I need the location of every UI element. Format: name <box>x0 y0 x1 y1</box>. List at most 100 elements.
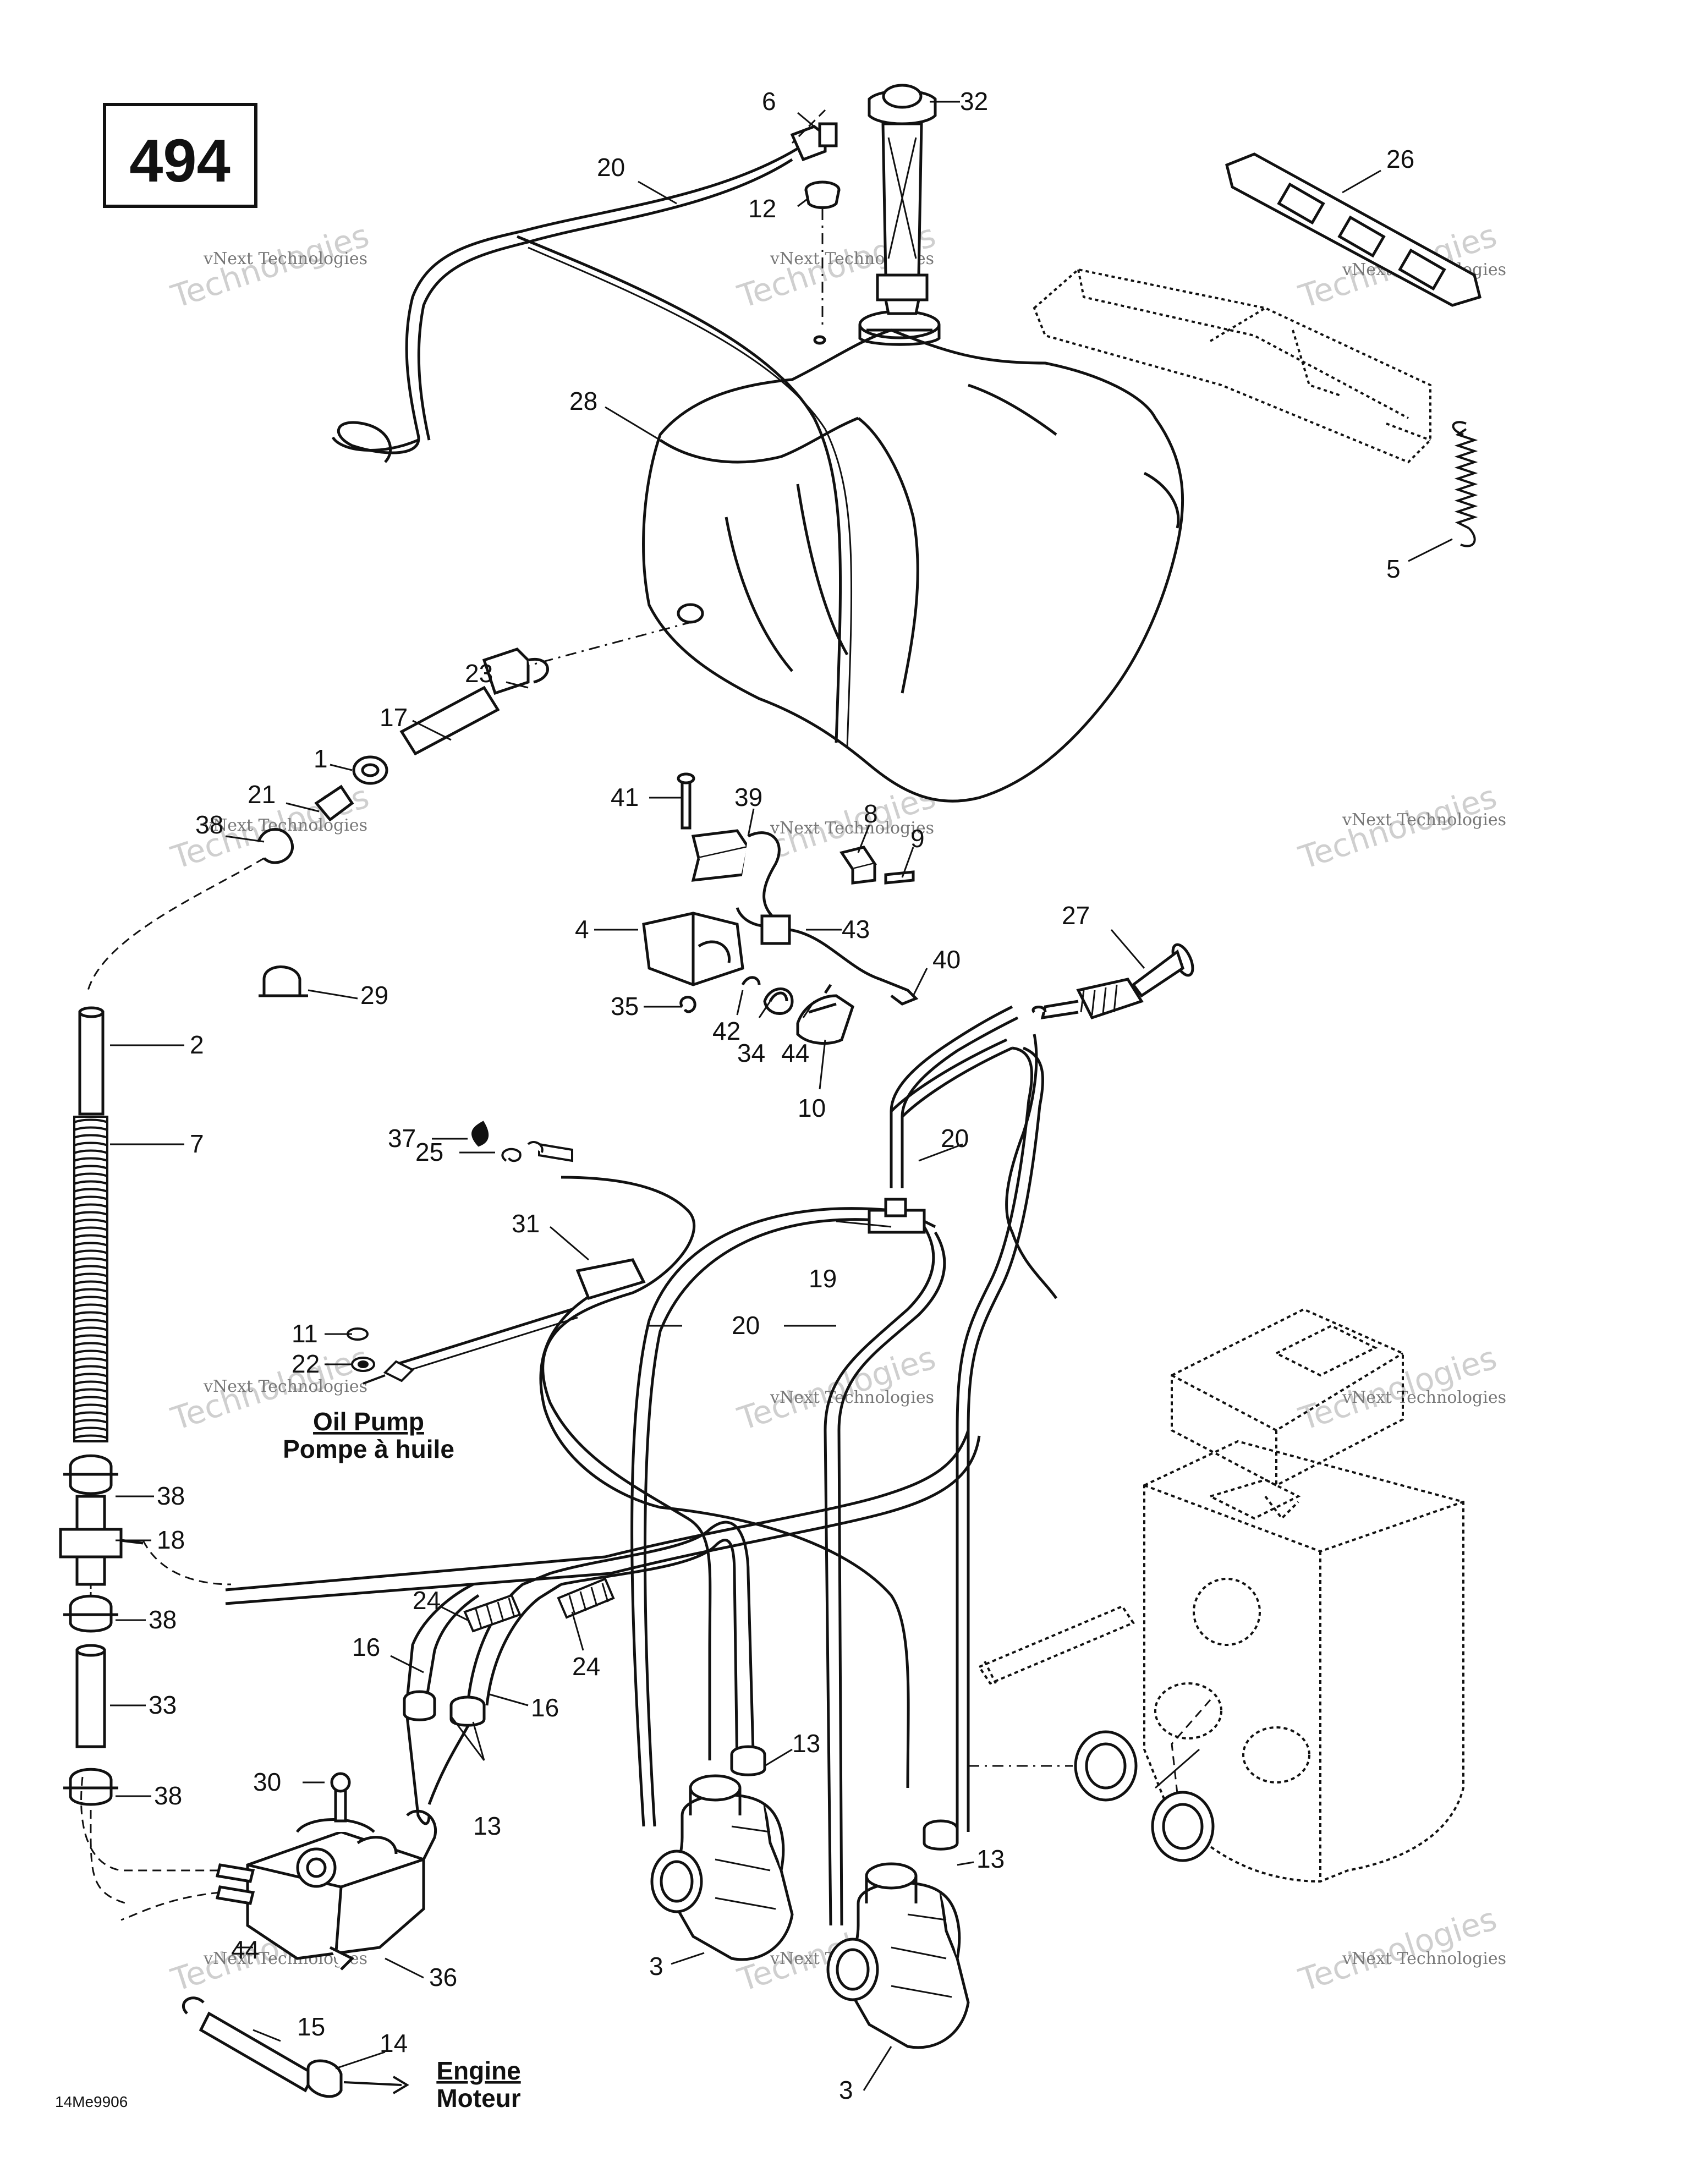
fuel-outlet-assembly <box>257 647 549 864</box>
watermark-small: vNext Technologies <box>770 819 934 838</box>
throttle-cable <box>396 1176 910 1788</box>
oil-pump-label: Oil Pump <box>313 1407 424 1436</box>
fuel-tank <box>642 310 1184 803</box>
callout-13: 13 <box>792 1729 820 1758</box>
callout-39: 39 <box>734 783 762 811</box>
tee-fitting <box>868 1198 936 1234</box>
callout-29: 29 <box>360 981 388 1009</box>
callout-44: 44 <box>781 1039 809 1067</box>
callout-20: 20 <box>732 1311 760 1340</box>
vent-line-right <box>890 1005 1058 1299</box>
callout-32: 32 <box>960 87 988 116</box>
callout-3: 3 <box>839 2076 853 2104</box>
callout-24: 24 <box>413 1586 441 1615</box>
callout-40: 40 <box>932 945 961 974</box>
dashed-leader <box>90 1809 127 1905</box>
oil-lines-middle <box>630 1038 1045 1926</box>
callout-37: 37 <box>388 1124 416 1153</box>
callout-9: 9 <box>910 824 925 853</box>
watermark-small: vNext Technologies <box>1342 1949 1506 1968</box>
intake-adapters <box>1074 1730 1215 1862</box>
callout-17: 17 <box>380 703 408 732</box>
hose-sleeves <box>463 1577 615 1633</box>
callout-21: 21 <box>248 780 276 809</box>
carburetor-right <box>826 1862 970 2049</box>
callout-7: 7 <box>190 1129 204 1158</box>
callouts: 6 32 20 12 26 28 5 23 17 1 21 38 41 39 8… <box>149 87 1414 2104</box>
callout-28: 28 <box>569 387 597 415</box>
callout-1: 1 <box>314 744 328 773</box>
cable-junction <box>575 1258 646 1300</box>
carburetor-left <box>650 1774 794 1961</box>
callout-24: 24 <box>572 1652 600 1681</box>
fuel-line-protector <box>78 1006 105 1116</box>
callout-38: 38 <box>195 810 223 839</box>
callout-20: 20 <box>941 1124 969 1153</box>
callout-38: 38 <box>154 1781 182 1810</box>
oil-pump-label-fr: Pompe à huile <box>283 1435 454 1463</box>
air-silencer <box>977 1308 1464 1883</box>
dashed-leader <box>791 109 826 144</box>
callout-14: 14 <box>380 2029 408 2057</box>
callout-23: 23 <box>465 659 493 688</box>
callout-19: 19 <box>809 1264 837 1293</box>
primer <box>1031 943 1194 1020</box>
hose-clamps <box>403 1690 959 1851</box>
callout-31: 31 <box>512 1209 540 1238</box>
impulse-line-long <box>225 1430 981 1605</box>
watermark-small: vNext Technologies <box>770 1388 934 1407</box>
callout-36: 36 <box>429 1963 457 1991</box>
dashed-leader <box>528 621 694 667</box>
engine-label-fr: Moteur <box>436 2084 520 2112</box>
callout-25: 25 <box>415 1138 443 1166</box>
callout-35: 35 <box>611 992 639 1020</box>
fuel-cap <box>868 84 937 315</box>
lower-left-fittings <box>59 1454 144 1806</box>
page-number: 494 <box>129 127 231 195</box>
callout-leaders <box>110 101 1453 2091</box>
callout-26: 26 <box>1386 145 1414 173</box>
callout-38: 38 <box>149 1605 177 1634</box>
drawing-code: 14Me9906 <box>55 2093 128 2110</box>
dashed-leader <box>120 1891 221 1921</box>
tank-support-bracket <box>1033 268 1431 464</box>
callout-3: 3 <box>649 1952 663 1980</box>
clip <box>259 965 308 997</box>
callout-42: 42 <box>712 1017 740 1045</box>
callout-44: 44 <box>231 1935 259 1964</box>
kill-switch-assembly <box>642 772 919 1045</box>
small-hardware <box>347 1121 522 1372</box>
vent-tube-top <box>331 147 853 749</box>
callout-27: 27 <box>1062 901 1090 930</box>
callout-33: 33 <box>149 1691 177 1719</box>
callout-18: 18 <box>157 1525 185 1554</box>
callout-8: 8 <box>864 799 878 828</box>
callout-20: 20 <box>597 153 625 182</box>
tank-strap <box>1225 152 1482 307</box>
watermark-small: vNext Technologies <box>1342 810 1506 830</box>
callout-41: 41 <box>611 783 639 811</box>
callout-43: 43 <box>842 915 870 943</box>
dashed-leader <box>87 857 265 991</box>
callout-16: 16 <box>531 1693 559 1722</box>
oil-pump-body <box>215 1772 437 1971</box>
dashed-leader <box>142 1540 232 1585</box>
callout-30: 30 <box>253 1768 281 1796</box>
oil-outlet-hose <box>182 1996 343 2098</box>
callout-16: 16 <box>352 1633 380 1661</box>
cable-end-fitting <box>363 1141 573 1385</box>
callout-12: 12 <box>748 194 776 223</box>
corrugated-sleeve <box>73 1116 108 1442</box>
spring <box>1452 421 1478 547</box>
callout-4: 4 <box>575 915 589 943</box>
callout-10: 10 <box>798 1094 826 1122</box>
callout-13: 13 <box>473 1812 501 1840</box>
dashed-leader <box>80 1776 220 1872</box>
watermark-small: vNext Technologies <box>1342 1388 1506 1407</box>
callout-34: 34 <box>737 1039 765 1067</box>
page-number-box: 494 <box>103 103 257 208</box>
callout-38: 38 <box>157 1481 185 1510</box>
watermark-small: vNext Technologies <box>203 249 367 268</box>
callout-13: 13 <box>976 1845 1005 1873</box>
